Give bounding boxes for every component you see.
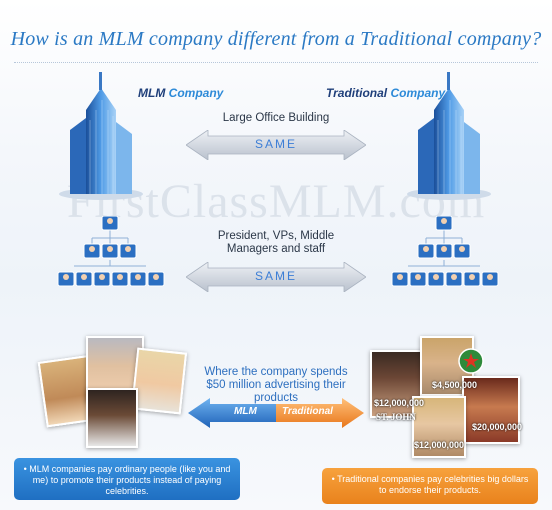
magazine-masthead: ST. JOHN [376, 412, 416, 422]
advertising-caption-line2: $50 million advertising their products [206, 379, 346, 404]
celebrity-price-1: $12,000,000 [374, 398, 425, 408]
traditional-org-chart-icon [391, 216, 499, 287]
traditional-company-label: Traditional Company [326, 86, 445, 100]
advertising-comparison-arrow [188, 398, 364, 428]
office-building-caption: Large Office Building [222, 112, 330, 124]
mlm-note: • MLM companies pay ordinary people (lik… [14, 458, 240, 500]
watermark: FirstClassMLM.com [66, 175, 486, 228]
mlm-office-building-image [59, 72, 143, 200]
same-label-2: SAME [254, 269, 297, 283]
celebrity-price-2: $4,500,000 [432, 380, 478, 390]
advertising-traditional-label: Traditional [282, 406, 333, 417]
mlm-org-chart-icon [57, 216, 165, 287]
traditional-note: • Traditional companies pay celebrities … [322, 468, 538, 504]
mlm-company-word1: MLM [138, 86, 166, 100]
same-label-1: SAME [254, 137, 297, 151]
celebrity-price-4: $12,000,000 [414, 440, 465, 450]
traditional-company-word1: Traditional [326, 86, 388, 100]
same-arrow-2 [186, 262, 366, 292]
traditional-office-building-image [407, 72, 491, 200]
page-title: How is an MLM company different from a T… [10, 28, 542, 50]
traditional-company-word2: Company [390, 86, 446, 100]
staff-caption-line2: Managers and staff [226, 243, 326, 255]
advertising-caption-line1: Where the company spends [204, 366, 348, 378]
ordinary-person-photo-3 [130, 347, 188, 415]
ordinary-person-photo-4 [86, 388, 138, 448]
celebrity-price-3: $20,000,000 [472, 422, 523, 432]
advertising-mlm-label: MLM [234, 406, 257, 417]
beer-bottle-cap-icon [458, 348, 484, 374]
celebrity-photo-4 [412, 396, 466, 458]
staff-caption: President, VPs, Middle Managers and staf… [0, 230, 552, 256]
advertising-caption: Where the company spends $50 million adv… [190, 366, 362, 405]
mlm-company-word2: Company [168, 86, 224, 100]
same-arrow-1 [186, 130, 366, 160]
mlm-company-label: MLM Company [138, 86, 223, 100]
title-divider [14, 62, 538, 63]
celebrity-photo-3 [462, 376, 520, 444]
staff-caption-line1: President, VPs, Middle [217, 230, 335, 242]
